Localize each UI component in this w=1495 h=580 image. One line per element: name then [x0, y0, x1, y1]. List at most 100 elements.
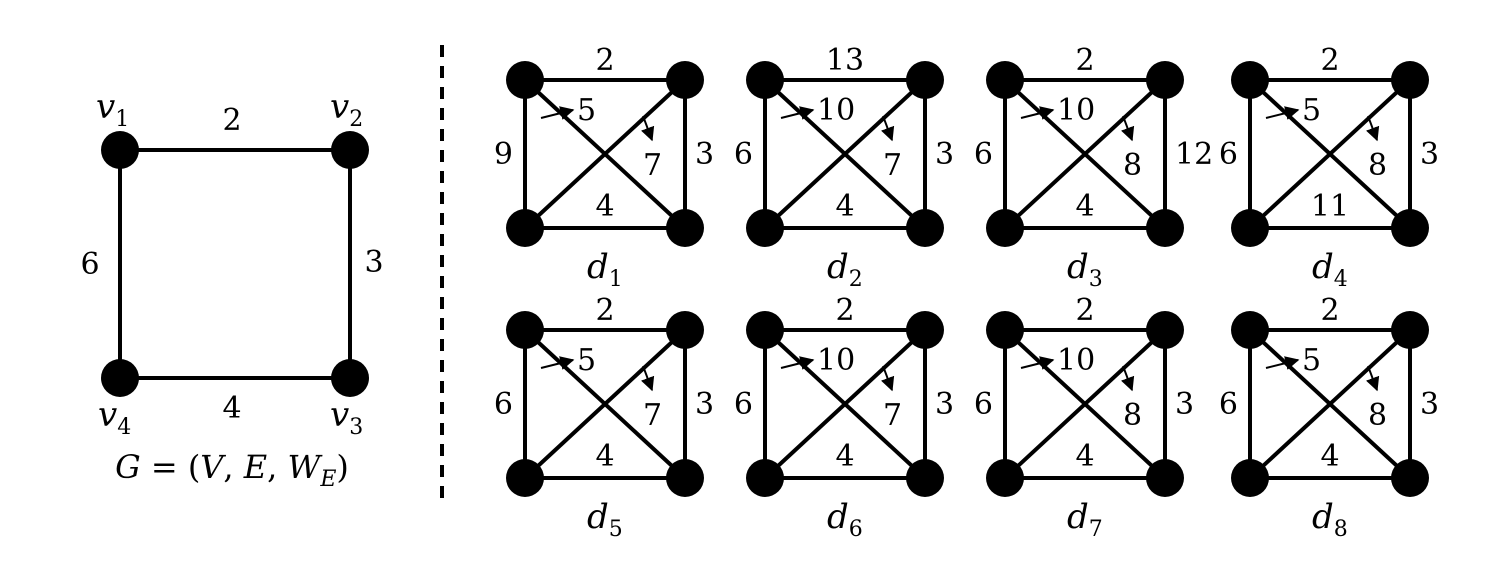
diag-v2-v4-arrow: [881, 365, 895, 392]
weight-right: 3: [1420, 387, 1439, 422]
panel-label: d5: [587, 497, 623, 542]
vertex-v3: [1391, 209, 1429, 247]
diag-v1-v3-arrow: [1265, 356, 1300, 370]
vertex-v1: [986, 311, 1024, 349]
vertex-v4: [746, 209, 784, 247]
weight-diag-v1-v3: 10: [817, 93, 855, 128]
diag-v2-v4-arrow: [1366, 365, 1380, 392]
vertex-v4: [506, 209, 544, 247]
weight-left: 6: [734, 137, 753, 172]
weight-left: 9: [494, 137, 513, 172]
edge-weight-bottom: 4: [222, 391, 241, 426]
panel-label: d7: [1067, 497, 1103, 542]
weight-diag-v1-v3: 5: [577, 343, 596, 378]
edge-diag-v2-v4: [523, 328, 687, 480]
edge-diag-v2-v4: [1003, 78, 1167, 230]
vertex-v3: [331, 359, 369, 397]
weight-right: 3: [935, 137, 954, 172]
vertex-v2: [1391, 311, 1429, 349]
vertex-v4: [506, 459, 544, 497]
vertex-v2: [666, 311, 704, 349]
vertex-label-v2: v2: [330, 87, 363, 132]
weight-diag-v1-v3: 5: [1302, 343, 1321, 378]
vertex-v2: [1391, 61, 1429, 99]
vertex-v2: [906, 61, 944, 99]
vertex-v3: [906, 209, 944, 247]
weight-right: 3: [695, 387, 714, 422]
vertex-label-v4: v4: [98, 395, 131, 440]
vertex-v4: [986, 459, 1024, 497]
vertex-v3: [666, 459, 704, 497]
weight-diag-v2-v4: 8: [1123, 398, 1142, 433]
edge-weight-right: 3: [364, 245, 383, 280]
weight-top: 2: [1075, 293, 1094, 328]
edge-diag-v2-v4: [763, 328, 927, 480]
diag-v2-v4-arrow: [641, 365, 655, 392]
weight-top: 2: [595, 293, 614, 328]
vertex-v2: [1146, 61, 1184, 99]
vertex-v1: [746, 311, 784, 349]
diag-v2-v4-arrow: [881, 115, 895, 142]
weight-right: 12: [1175, 137, 1213, 172]
weight-diag-v1-v3: 5: [577, 93, 596, 128]
weight-top: 2: [1320, 293, 1339, 328]
edge-diag-v2-v4: [1248, 78, 1412, 230]
diag-v1-v3-arrow: [540, 106, 575, 120]
vertex-label-v1: v1: [96, 87, 129, 132]
diag-v1-v3-arrow: [1020, 356, 1055, 370]
edge-weight-left: 6: [80, 247, 99, 282]
vertex-v1: [1231, 311, 1269, 349]
weight-diag-v1-v3: 5: [1302, 93, 1321, 128]
weight-right: 3: [1420, 137, 1439, 172]
weight-diag-v2-v4: 7: [643, 398, 662, 433]
diag-v2-v4-arrow: [1121, 365, 1135, 392]
panel-label: d8: [1312, 497, 1348, 542]
weight-diag-v2-v4: 8: [1123, 148, 1142, 183]
vertex-v3: [666, 209, 704, 247]
weight-bottom: 11: [1311, 189, 1349, 224]
weight-bottom: 4: [1320, 439, 1339, 474]
weight-diag-v2-v4: 7: [883, 398, 902, 433]
weight-bottom: 4: [595, 439, 614, 474]
panel-label: d4: [1312, 247, 1348, 292]
vertex-v3: [1146, 459, 1184, 497]
weight-right: 3: [695, 137, 714, 172]
vertex-v1: [506, 61, 544, 99]
weight-diag-v2-v4: 8: [1368, 148, 1387, 183]
vertex-v1: [1231, 61, 1269, 99]
edge-diag-v2-v4: [1248, 328, 1412, 480]
weight-diag-v1-v3: 10: [1057, 343, 1095, 378]
vertex-v4: [1231, 209, 1269, 247]
weight-diag-v2-v4: 7: [883, 148, 902, 183]
vertex-v1: [986, 61, 1024, 99]
weight-bottom: 4: [1075, 189, 1094, 224]
vertex-v4: [986, 209, 1024, 247]
diag-v2-v4-arrow: [1366, 115, 1380, 142]
weight-diag-v2-v4: 7: [643, 148, 662, 183]
vertex-v4: [1231, 459, 1269, 497]
weight-top: 2: [595, 43, 614, 78]
weight-top: 2: [835, 293, 854, 328]
weight-left: 6: [734, 387, 753, 422]
edge-diag-v2-v4: [1003, 328, 1167, 480]
panel-label: d3: [1067, 247, 1103, 292]
weight-diag-v1-v3: 10: [1057, 93, 1095, 128]
panel-label: d2: [827, 247, 863, 292]
vertex-v1: [101, 131, 139, 169]
weight-top: 2: [1075, 43, 1094, 78]
vertex-v3: [906, 459, 944, 497]
vertex-v4: [101, 359, 139, 397]
weight-left: 6: [974, 387, 993, 422]
edge-diag-v2-v4: [763, 78, 927, 230]
weight-diag-v2-v4: 8: [1368, 398, 1387, 433]
edge-weight-top: 2: [222, 103, 241, 138]
vertex-v2: [1146, 311, 1184, 349]
diag-v1-v3-arrow: [780, 106, 815, 120]
